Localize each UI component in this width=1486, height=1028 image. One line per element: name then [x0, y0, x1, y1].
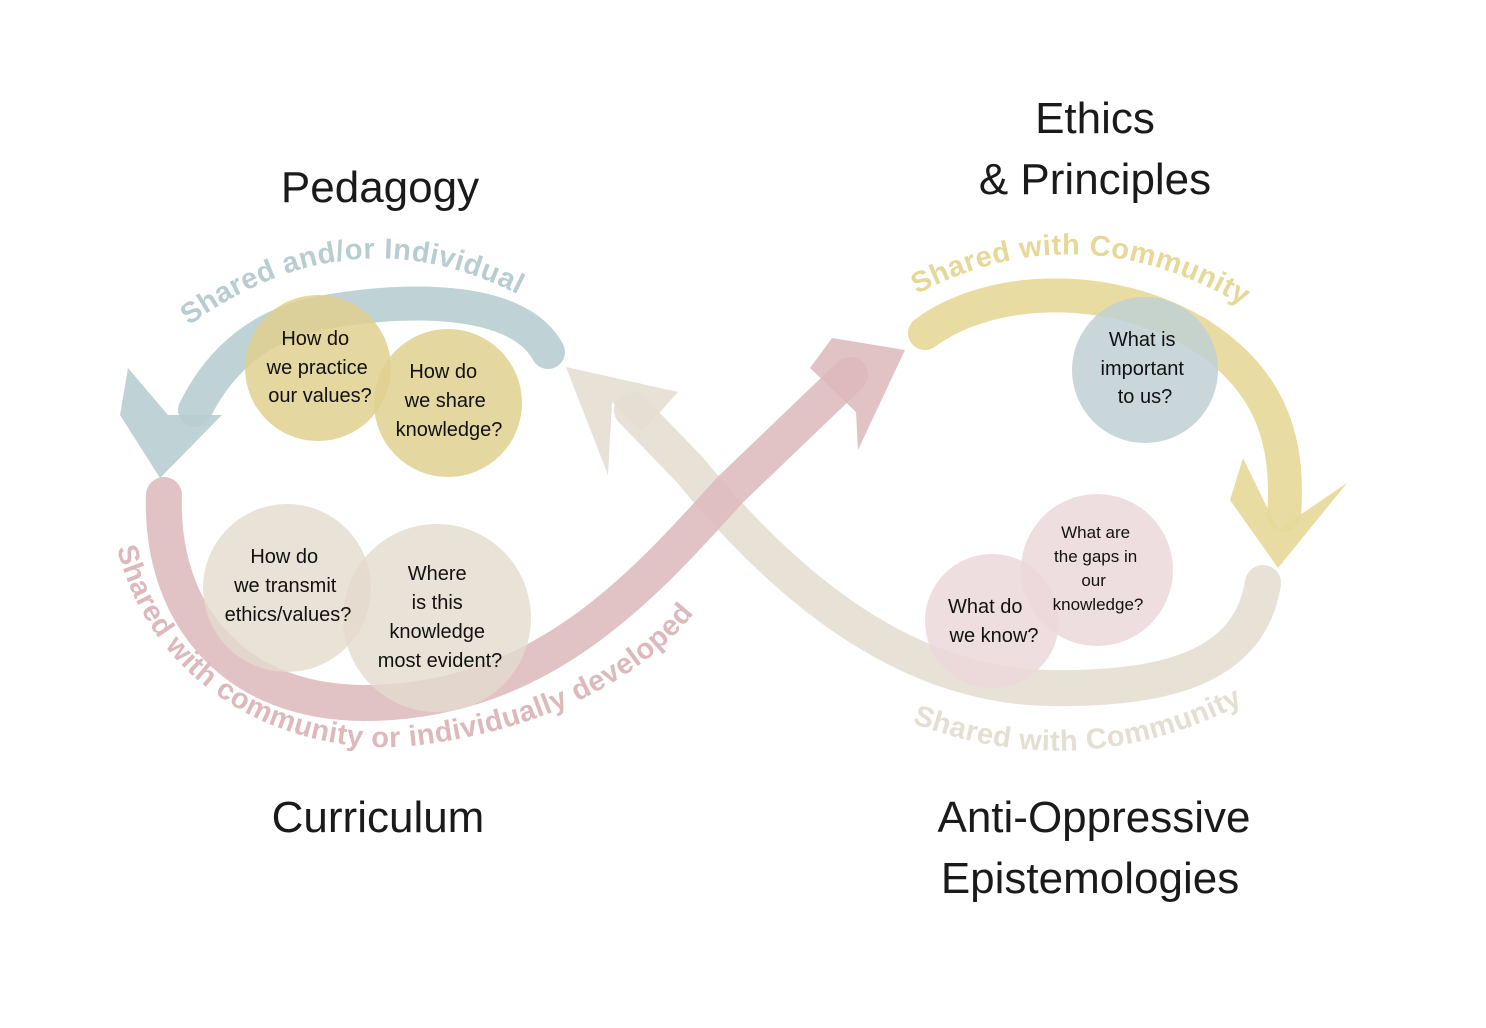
question-practice-values: How do we practice our values? [266, 328, 374, 407]
heading-ethics-line1: Ethics [1035, 94, 1155, 143]
gold-arrowhead [1230, 458, 1347, 568]
heading-pedagogy: Pedagogy [281, 163, 479, 212]
circle-important [1072, 297, 1218, 443]
heading-curriculum: Curriculum [272, 793, 485, 842]
rose-arrow-body [145, 357, 868, 722]
rose-arrow [145, 338, 905, 722]
circle-practice-values [245, 295, 391, 441]
blue-arrowhead [120, 368, 222, 478]
question-transmit-ethics: How do we transmit ethics/values? [225, 546, 352, 626]
question-share-knowledge: How do we share knowledge? [396, 361, 503, 441]
question-gaps: What are the gaps in our knowledge? [1053, 523, 1144, 614]
heading-ethics-line2: & Principles [979, 155, 1211, 204]
question-important: What is important to us? [1101, 329, 1190, 408]
circle-share-knowledge [374, 329, 522, 477]
circle-knowledge-evident [343, 524, 531, 712]
beige-arrowhead [566, 367, 678, 475]
heading-anti-line1: Anti-Oppressive [937, 793, 1250, 842]
question-what-know: What do we know? [948, 596, 1038, 647]
circle-transmit-ethics [203, 504, 371, 672]
rose-arrowhead [810, 338, 905, 450]
question-knowledge-evident: Where is this knowledge most evident? [378, 563, 503, 672]
circle-gaps [1021, 494, 1173, 646]
heading-anti-line2: Epistemologies [941, 854, 1239, 903]
